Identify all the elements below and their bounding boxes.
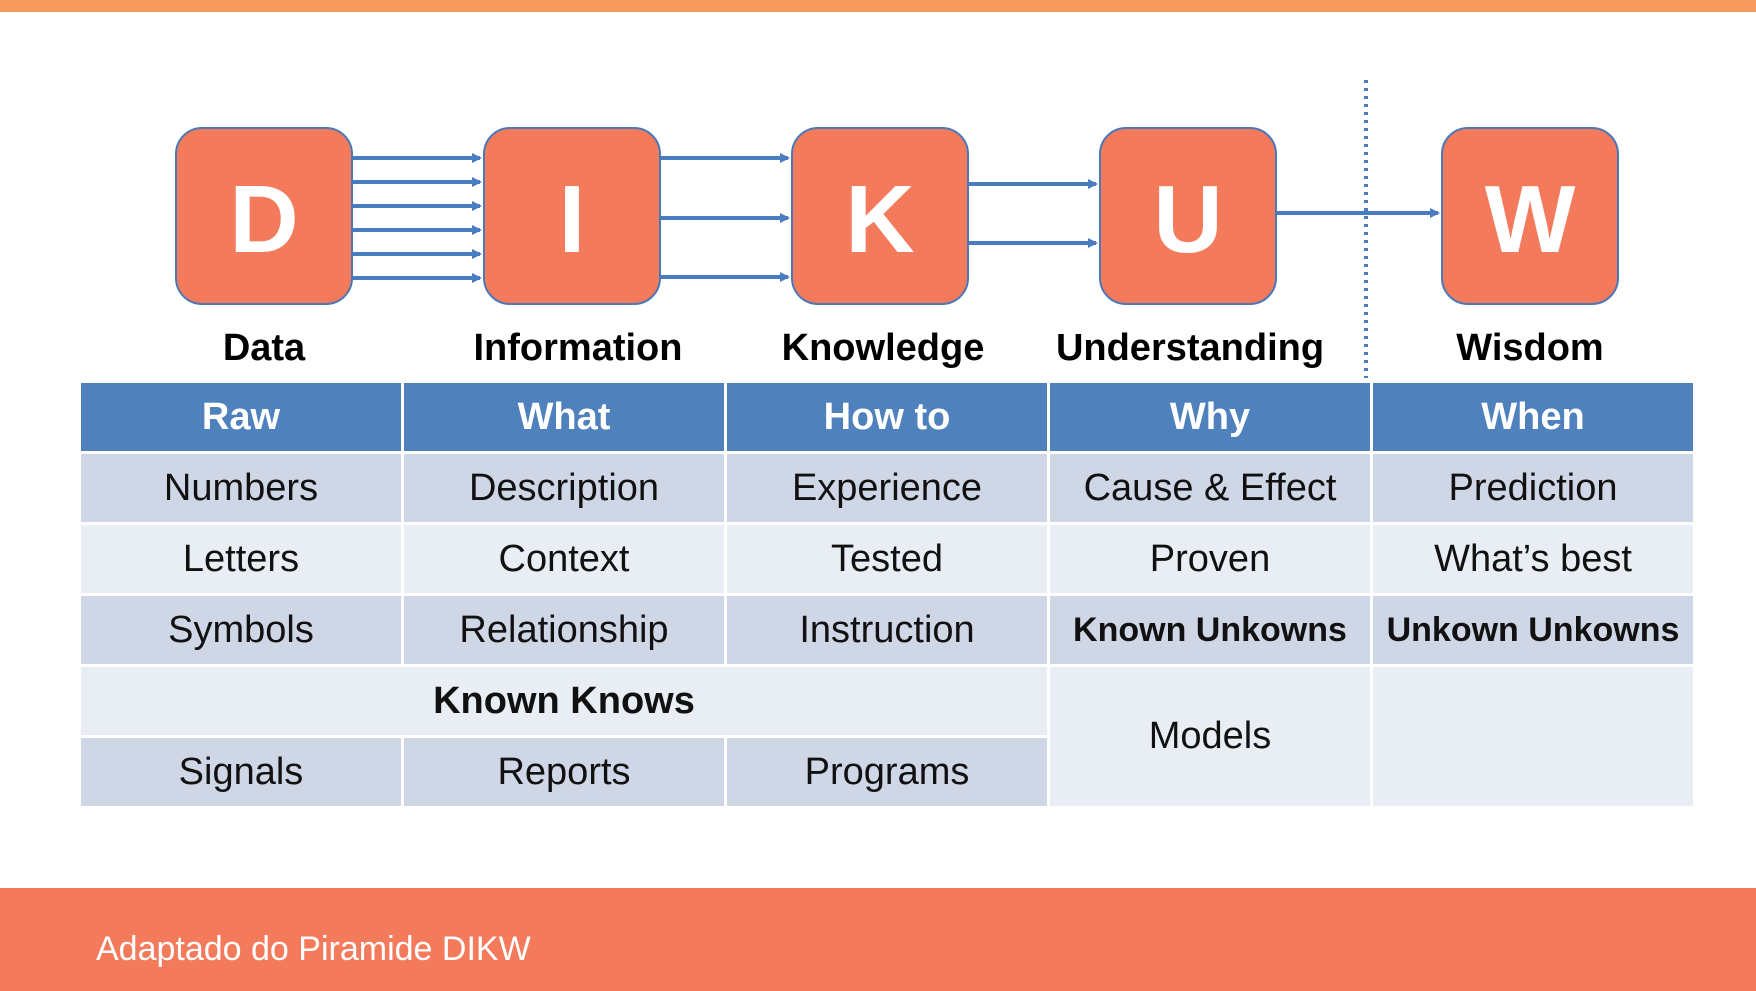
label-information: Information: [474, 327, 683, 369]
empty-cell: [1370, 664, 1696, 809]
table-row: Signals Reports Programs: [78, 735, 1695, 809]
table-cell: Context: [401, 522, 727, 596]
table-cell: Description: [401, 451, 727, 525]
arrows-information-to-knowledge: [660, 153, 790, 282]
arrows-data-to-information: [352, 153, 482, 283]
footer-bar: Adaptado do Piramide DIKW: [0, 888, 1756, 991]
table-cell: Cause & Effect: [1047, 451, 1373, 525]
header-why: Why: [1047, 380, 1373, 454]
table-cell: Symbols: [78, 593, 404, 667]
table-cell: Tested: [724, 522, 1050, 596]
table-cell: Relationship: [401, 593, 727, 667]
table-cell: Experience: [724, 451, 1050, 525]
table-cell: Signals: [78, 735, 404, 809]
header-how-to: How to: [724, 380, 1050, 454]
table-row: Known Knows Models: [78, 664, 1696, 809]
table-cell: What’s best: [1370, 522, 1696, 596]
box-information: I: [483, 127, 661, 305]
box-wisdom: W: [1441, 127, 1619, 305]
letter-w: W: [1485, 166, 1576, 273]
table-cell: Programs: [724, 735, 1050, 809]
table-cell: Numbers: [78, 451, 404, 525]
dikuw-flow-diagram: D I K U W Data Information Knowledge Und…: [175, 80, 1619, 378]
letter-k: K: [845, 166, 914, 273]
models-cell: Models: [1047, 664, 1373, 809]
header-when: When: [1370, 380, 1696, 454]
label-data: Data: [223, 327, 306, 369]
table-row: Symbols Relationship Instruction Known U…: [78, 593, 1696, 667]
box-knowledge: K: [791, 127, 969, 305]
label-understanding: Understanding: [1056, 327, 1324, 369]
footer-caption: Adaptado do Piramide DIKW: [96, 930, 531, 968]
table-cell: Instruction: [724, 593, 1050, 667]
table-row: Letters Context Tested Proven What’s bes…: [78, 522, 1696, 596]
table-row: Numbers Description Experience Cause & E…: [78, 451, 1696, 525]
letter-d: D: [229, 166, 298, 273]
arrows-knowledge-to-understanding: [968, 179, 1098, 248]
table-cell: Proven: [1047, 522, 1373, 596]
letter-u: U: [1153, 166, 1222, 273]
table-cell: Letters: [78, 522, 404, 596]
dikw-attributes-table: Raw What How to Why When Numbers Descrip…: [78, 380, 1696, 809]
letter-i: I: [559, 166, 586, 273]
known-knows-cell: Known Knows: [78, 664, 1050, 738]
top-accent-bar: [0, 0, 1756, 12]
label-wisdom: Wisdom: [1456, 327, 1603, 369]
table-cell: Reports: [401, 735, 727, 809]
label-knowledge: Knowledge: [782, 327, 985, 369]
box-data: D: [175, 127, 353, 305]
table-cell: Prediction: [1370, 451, 1696, 525]
known-unknowns-cell: Known Unkowns: [1047, 593, 1373, 667]
header-raw: Raw: [78, 380, 404, 454]
table-header-row: Raw What How to Why When: [78, 380, 1696, 454]
header-what: What: [401, 380, 727, 454]
box-understanding: U: [1099, 127, 1277, 305]
unknown-unknowns-cell: Unkown Unkowns: [1370, 593, 1696, 667]
